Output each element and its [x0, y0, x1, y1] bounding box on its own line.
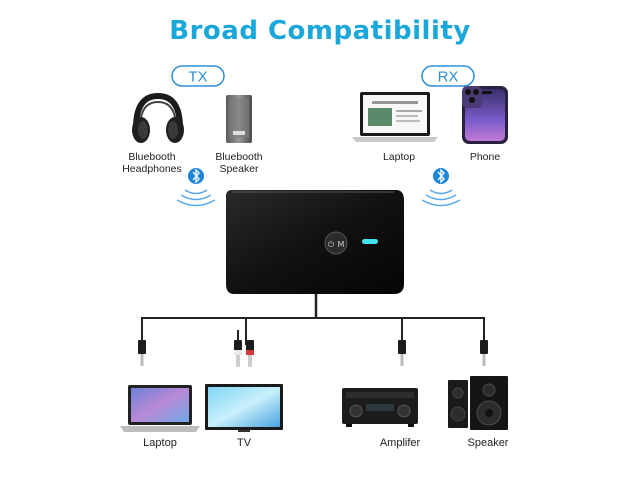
tx-device-2-line-2: Speaker — [219, 163, 259, 175]
rx-phone-icon — [462, 86, 508, 144]
bluetooth-transceiver-device — [226, 190, 404, 318]
rca-plug-icon — [234, 340, 254, 367]
status-led — [362, 239, 378, 244]
bluetooth-icon — [421, 168, 461, 207]
audio-cable-tree — [141, 317, 485, 345]
rx-label: RX — [438, 69, 459, 86]
aux-plug-icon — [138, 340, 146, 366]
aux-plug-icon — [398, 340, 406, 366]
aux-plug-icon — [480, 340, 488, 366]
rx-mode-badge: RX — [421, 65, 475, 87]
output-label-tv: TV — [237, 437, 252, 449]
bluetooth-icon — [176, 168, 216, 207]
bluetooth-speaker-icon — [226, 95, 252, 143]
tx-mode-badge: TX — [171, 65, 225, 87]
page-title: Broad Compatibility — [169, 16, 471, 46]
tx-device-2-line-1: Bluebooth — [215, 151, 262, 163]
tx-device-1-line-1: Bluebooth — [128, 151, 175, 163]
output-speaker-icon — [448, 376, 508, 430]
headphones-icon — [132, 92, 184, 143]
output-tv-icon — [205, 384, 283, 432]
power-symbol: ⏻ — [328, 240, 335, 249]
output-amplifier-icon — [342, 388, 418, 427]
output-label-laptop: Laptop — [143, 437, 177, 449]
rx-device-2-label: Phone — [470, 151, 501, 163]
rx-laptop-icon — [352, 92, 438, 142]
output-label-speaker: Speaker — [468, 437, 509, 449]
tx-label: TX — [188, 69, 207, 86]
output-laptop-icon — [120, 385, 200, 432]
output-label-amplifier: Amplifer — [380, 437, 421, 449]
mode-button-label: M — [338, 240, 345, 249]
mode-button[interactable]: ⏻ M — [324, 231, 348, 255]
rx-device-1-label: Laptop — [383, 151, 415, 163]
tx-device-1-line-2: Headphones — [122, 163, 182, 175]
